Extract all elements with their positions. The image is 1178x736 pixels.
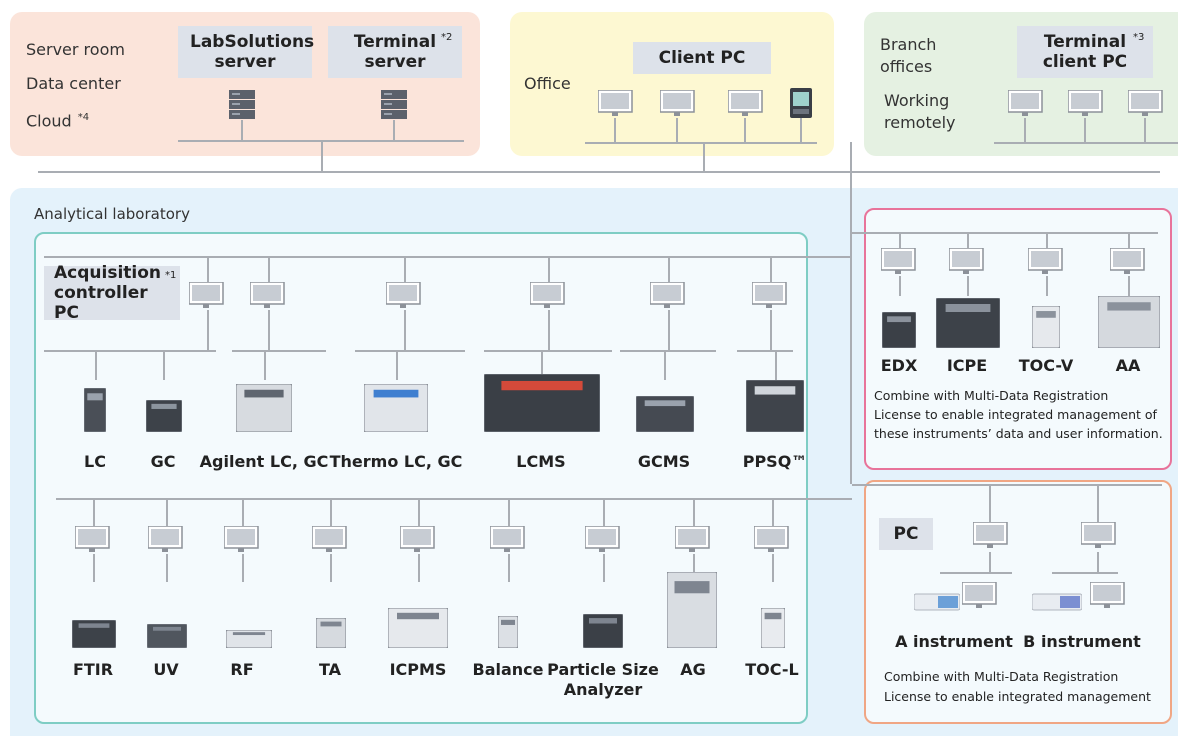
acquisition-note: *1 — [165, 270, 177, 281]
row1-instrument-label: Thermo LC, GC — [329, 452, 463, 471]
monitor-icon — [1081, 522, 1117, 548]
instrument-icon — [498, 616, 518, 648]
instrument-icon — [936, 298, 1000, 348]
monitor-icon — [148, 526, 184, 552]
row1-instrument-label: GC — [150, 452, 176, 471]
instrument-icon — [72, 620, 116, 648]
office-label: Office — [524, 74, 571, 93]
terminal-client-pc-label: Terminal client PC — [1017, 26, 1153, 78]
monitor-icon — [881, 248, 917, 274]
monitor-icon — [189, 282, 225, 308]
monitor-icon — [75, 526, 111, 552]
analytical-lab-title: Analytical laboratory — [34, 205, 190, 223]
pc-note-line-1: Combine with Multi-Data Registration — [884, 669, 1119, 684]
mdr-instrument-label: TOC-V — [1018, 356, 1074, 375]
pc-label: PC — [879, 518, 933, 550]
mdr-instrument-label: AA — [1115, 356, 1141, 375]
monitor-icon — [754, 526, 790, 552]
monitor-icon — [490, 526, 526, 552]
row1-instrument-label: GCMS — [637, 452, 691, 471]
instrument-icon — [364, 384, 428, 432]
instrument-icon — [226, 630, 272, 648]
instrument-icon — [761, 608, 785, 648]
cloud-label: Cloud*4 — [26, 111, 90, 131]
instrument-icon — [84, 388, 106, 432]
monitor-icon — [660, 90, 696, 116]
monitor-icon — [1028, 248, 1064, 274]
panel-pc-icon — [790, 88, 812, 118]
row1-instrument-label: Agilent LC, GC — [199, 452, 329, 471]
terminal-client-note: *3 — [1133, 32, 1145, 43]
client-pc-label: Client PC — [633, 42, 771, 74]
monitor-icon — [973, 522, 1009, 548]
instrument-icon — [236, 384, 292, 432]
monitor-icon — [1110, 248, 1146, 274]
terminal-server-note: *2 — [441, 32, 453, 43]
monitor-icon — [530, 282, 566, 308]
monitor-icon — [250, 282, 286, 308]
instrument-icon — [1032, 592, 1082, 612]
instrument-icon — [1032, 306, 1060, 348]
monitor-icon — [598, 90, 634, 116]
b-instrument-label: B instrument — [1023, 632, 1141, 651]
instrument-icon — [882, 312, 916, 348]
instrument-icon — [388, 608, 448, 648]
monitor-icon — [312, 526, 348, 552]
monitor-icon — [728, 90, 764, 116]
instrument-icon — [746, 380, 804, 432]
monitor-icon — [752, 282, 788, 308]
network-backbone — [38, 171, 1160, 173]
row2-instrument-label: TA — [318, 660, 342, 679]
server-room-label: Server room — [26, 40, 125, 59]
monitor-icon — [949, 248, 985, 274]
row2-instrument-label: RF — [230, 660, 254, 679]
monitor-icon — [386, 282, 422, 308]
working-remotely-label: Working remotely — [884, 91, 956, 132]
monitor-icon — [962, 582, 998, 608]
a-instrument-label: A instrument — [895, 632, 1013, 651]
monitor-icon — [1128, 90, 1164, 116]
mdr-note-line-1: Combine with Multi-Data Registration — [874, 388, 1109, 403]
monitor-icon — [1068, 90, 1104, 116]
instrument-icon — [316, 618, 346, 648]
instrument-icon — [583, 614, 623, 648]
monitor-icon — [675, 526, 711, 552]
mdr-instrument-label: EDX — [880, 356, 918, 375]
instrument-icon — [914, 592, 960, 612]
monitor-icon — [400, 526, 436, 552]
instrument-icon — [146, 400, 182, 432]
pc-note-line-2: License to enable integrated management — [884, 689, 1151, 704]
row2-instrument-label: AG — [680, 660, 706, 679]
instrument-icon — [1098, 296, 1160, 348]
mdr-instrument-label: ICPE — [946, 356, 988, 375]
data-center-label: Data center — [26, 74, 121, 93]
row1-instrument-label: PPSQ™ — [742, 452, 808, 471]
monitor-icon — [585, 526, 621, 552]
monitor-icon — [1090, 582, 1126, 608]
instrument-icon — [484, 374, 600, 432]
server-icon — [381, 90, 407, 120]
instrument-icon — [636, 396, 694, 432]
terminal-server-label: Terminal server — [328, 26, 462, 78]
mdr-note-line-3: these instruments’ data and user informa… — [874, 426, 1163, 441]
row2-instrument-label: TOC-L — [745, 660, 799, 679]
labsolutions-server-label: LabSolutions server — [178, 26, 314, 78]
row2-instrument-label: ICPMS — [389, 660, 447, 679]
branch-offices-label: Branch offices — [880, 35, 937, 76]
row2-instrument-label: UV — [153, 660, 179, 679]
office-zone — [510, 12, 834, 156]
server-icon — [229, 90, 255, 120]
monitor-icon — [650, 282, 686, 308]
mdr-note-line-2: License to enable integrated management … — [874, 407, 1157, 422]
row2-instrument-label: Particle Size Analyzer — [547, 660, 659, 699]
acquisition-pc-label: Acquisition controller PC — [44, 263, 180, 323]
row2-instrument-label: FTIR — [72, 660, 114, 679]
instrument-icon — [147, 624, 187, 648]
instrument-icon — [667, 572, 717, 648]
monitor-icon — [224, 526, 260, 552]
monitor-icon — [1008, 90, 1044, 116]
row2-instrument-label: Balance — [472, 660, 544, 679]
row1-instrument-label: LC — [84, 452, 106, 471]
row1-instrument-label: LCMS — [516, 452, 566, 471]
